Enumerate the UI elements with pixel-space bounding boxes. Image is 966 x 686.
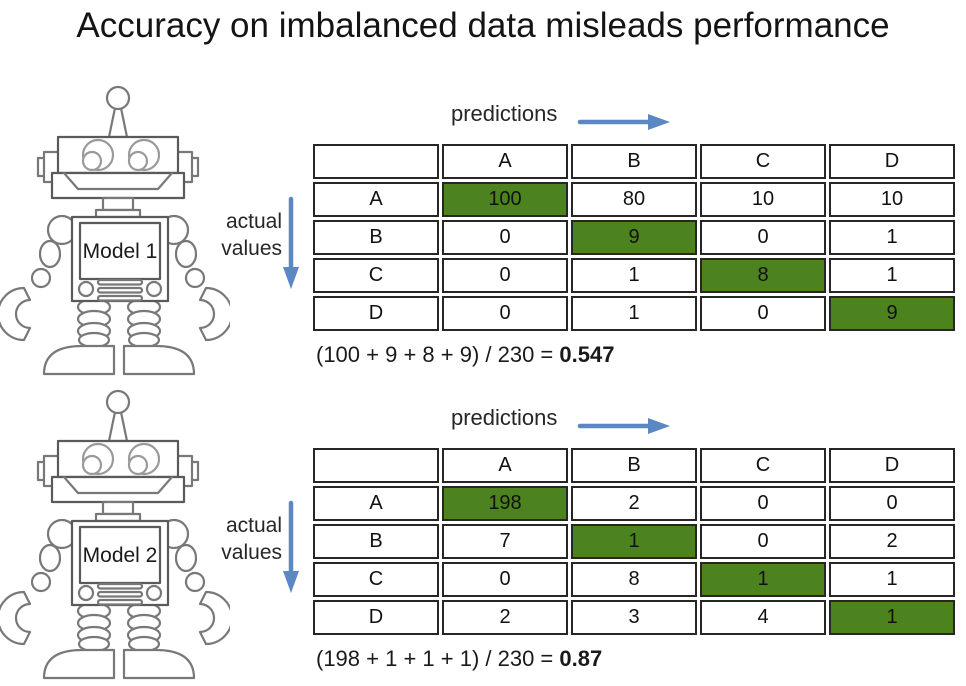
- matrix-cell: 2: [571, 486, 697, 521]
- model-label: Model 2: [83, 544, 158, 567]
- matrix-cell: 0: [442, 220, 568, 255]
- matrix-cell: 0: [442, 258, 568, 293]
- col-header: B: [571, 144, 697, 179]
- row-header: A: [313, 182, 439, 217]
- corner-cell: [313, 144, 439, 179]
- col-header: A: [442, 448, 568, 483]
- page-title: Accuracy on imbalanced data misleads per…: [76, 6, 890, 45]
- matrix-cell: 1: [829, 600, 955, 635]
- matrix-cell: 8: [571, 562, 697, 597]
- col-header: C: [700, 144, 826, 179]
- col-header: B: [571, 448, 697, 483]
- col-header: C: [700, 448, 826, 483]
- matrix-cell: 8: [700, 258, 826, 293]
- matrix-cell: 1: [829, 220, 955, 255]
- matrix-cell: 1: [829, 562, 955, 597]
- matrix-cell: 100: [442, 182, 568, 217]
- matrix-cell: 1: [571, 296, 697, 331]
- matrix-cell: 1: [829, 258, 955, 293]
- confusion-matrix-table: A B C D A 100 80 10 10 B 0 9 0 1 C 0: [310, 141, 958, 334]
- matrix-row: B 7 1 0 2: [313, 524, 955, 559]
- matrix-row: C 0 1 8 1: [313, 258, 955, 293]
- matrix-cell: 9: [829, 296, 955, 331]
- matrix-row: A 198 2 0 0: [313, 486, 955, 521]
- formula-result: 0.547: [559, 342, 615, 367]
- row-header: C: [313, 258, 439, 293]
- matrix-header-row: A B C D: [313, 448, 955, 483]
- accuracy-formula: (100 + 9 + 8 + 9) / 230 = 0.547: [316, 342, 614, 368]
- matrix-cell: 0: [829, 486, 955, 521]
- col-header: D: [829, 448, 955, 483]
- robot-illustration: Model 2: [0, 389, 230, 680]
- matrix-cell: 1: [700, 562, 826, 597]
- right-arrow-icon: [577, 114, 670, 130]
- predictions-label: predictions: [451, 405, 558, 430]
- down-arrow-icon: [283, 500, 299, 593]
- formula-result: 0.87: [559, 646, 603, 671]
- matrix-cell: 10: [700, 182, 826, 217]
- matrix-cell: 0: [442, 296, 568, 331]
- matrix-cell: 10: [829, 182, 955, 217]
- model2-section: Model 2 actual values predictions A B C …: [0, 384, 966, 686]
- matrix-cell: 1: [571, 258, 697, 293]
- model-label: Model 1: [83, 240, 158, 263]
- matrix-row: B 0 9 0 1: [313, 220, 955, 255]
- row-header: B: [313, 220, 439, 255]
- matrix-cell: 3: [571, 600, 697, 635]
- matrix-cell: 2: [442, 600, 568, 635]
- actual-values-label: actual values: [221, 514, 282, 564]
- matrix-header-row: A B C D: [313, 144, 955, 179]
- confusion-matrix-table: A B C D A 198 2 0 0 B 7 1 0 2 C 0: [310, 445, 958, 638]
- matrix-row: C 0 8 1 1: [313, 562, 955, 597]
- matrix-row: D 2 3 4 1: [313, 600, 955, 635]
- matrix-cell: 4: [700, 600, 826, 635]
- matrix-cell: 0: [700, 220, 826, 255]
- predictions-label: predictions: [451, 101, 558, 126]
- matrix-cell: 0: [700, 524, 826, 559]
- matrix-cell: 9: [571, 220, 697, 255]
- matrix-cell: 7: [442, 524, 568, 559]
- matrix-row: D 0 1 0 9: [313, 296, 955, 331]
- matrix-cell: 0: [442, 562, 568, 597]
- accuracy-formula: (198 + 1 + 1 + 1) / 230 = 0.87: [316, 646, 602, 672]
- down-arrow-icon: [283, 196, 299, 289]
- matrix-cell: 198: [442, 486, 568, 521]
- corner-cell: [313, 448, 439, 483]
- right-arrow-icon: [577, 418, 670, 434]
- row-header: D: [313, 600, 439, 635]
- formula-expression: (198 + 1 + 1 + 1) / 230 =: [316, 646, 560, 671]
- matrix-cell: 0: [700, 296, 826, 331]
- row-header: B: [313, 524, 439, 559]
- col-header: A: [442, 144, 568, 179]
- row-header: C: [313, 562, 439, 597]
- row-header: A: [313, 486, 439, 521]
- matrix-cell: 0: [700, 486, 826, 521]
- actual-values-label: actual values: [221, 210, 282, 260]
- matrix-row: A 100 80 10 10: [313, 182, 955, 217]
- matrix-cell: 2: [829, 524, 955, 559]
- robot-illustration: Model 1: [0, 85, 230, 376]
- matrix-cell: 1: [571, 524, 697, 559]
- matrix-cell: 80: [571, 182, 697, 217]
- formula-expression: (100 + 9 + 8 + 9) / 230 =: [316, 342, 560, 367]
- col-header: D: [829, 144, 955, 179]
- row-header: D: [313, 296, 439, 331]
- model1-section: Model 1 actual values predictions A B C …: [0, 80, 966, 382]
